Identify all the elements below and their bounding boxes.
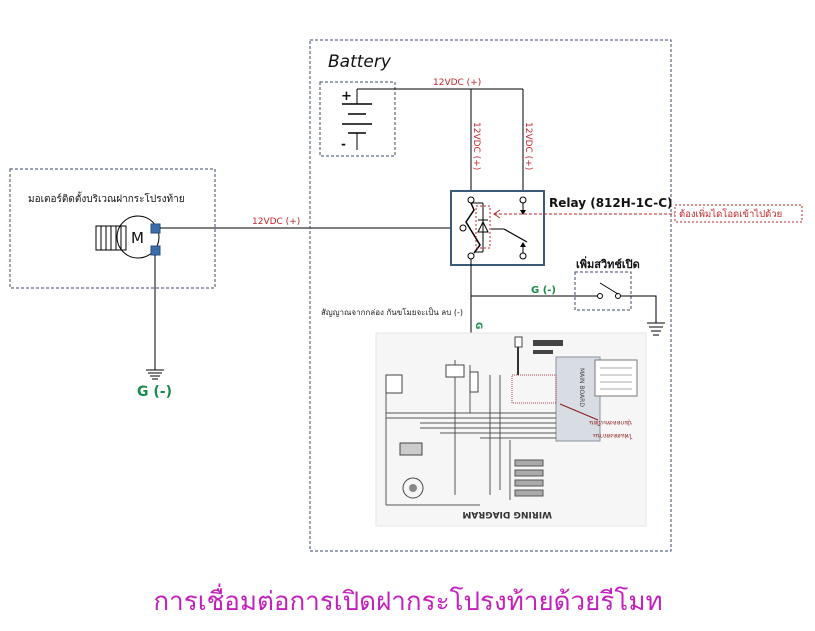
side-note-2: ไฟแสดงสถานะ [592,432,633,440]
relay-box [450,190,545,266]
wiring-diagram-image: MAIN BOARD ปุ่มกดลงทะเบียน ไฟแสดงสถานะ [375,332,647,527]
motor-feed-label: 12VDC (+) [252,217,300,227]
battery-plus: + [341,89,352,104]
added-switch [574,271,632,311]
page-title: การเชื่อมต่อการเปิดฝากระโปรงท้ายด้วยรีโม… [153,583,662,617]
switch-to-ground-wire [620,295,657,323]
diode-icon [477,219,489,233]
ground-icon [146,369,164,380]
motor-terminal-negative [150,245,161,256]
motor-gear-icon [95,225,127,251]
diode-note-text: ต้องเพิ่มไดโอดเข้าไปด้วย [679,207,782,220]
motor-box: มอเตอร์ติดตั้งบริเวณฝากระโปรงท้าย M [9,168,216,289]
switch-label: เพิ่มสวิทช์เปิด [576,256,640,271]
switch-icon [599,282,619,295]
relay-label: Relay (812H-1C-C) [549,196,672,210]
vertical-right-label: 12VDC (+) [523,122,533,170]
battery-label: Battery [328,52,392,72]
relay [450,190,545,266]
motor-ground-label: G (-) [137,384,172,400]
diode-note-arrow-icon [493,209,501,219]
motor-icon [116,215,160,259]
diode-note-box [674,204,803,223]
main-board [555,356,601,442]
switch-ground-icon [647,322,665,336]
motor-symbol: M [131,229,144,247]
wiring-diagram-caption: WIRING DIAGRAM [462,509,552,519]
battery-symbol: + - [319,81,396,157]
relay-switch-arm [503,228,528,243]
switch-ground-label: G (-) [531,285,556,296]
signal-note: สัญญาณจากกล่อง กันขโมยจะเป็น ลบ (-) [321,307,463,317]
battery-top-label: 12VDC (+) [433,78,481,88]
battery-minus: - [341,137,346,151]
side-note-1: ปุ่มกดลงทะเบียน [589,419,632,427]
vertical-left-label: 12VDC (+) [471,122,481,170]
battery-outer-box [309,39,672,552]
main-board-label: MAIN BOARD [578,368,585,407]
motor-terminal-positive [150,223,161,234]
motor-box-label: มอเตอร์ติดตั้งบริเวณฝากระโปรงท้าย [28,191,185,205]
